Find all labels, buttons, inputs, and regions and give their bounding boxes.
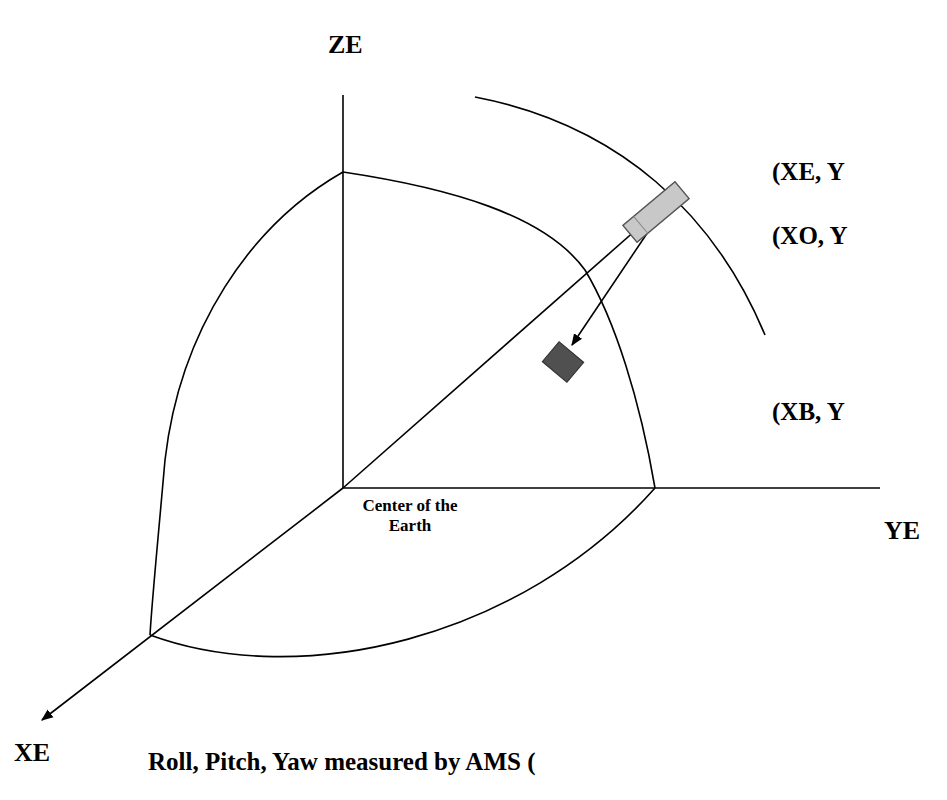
x-axis bbox=[42, 488, 343, 720]
frame-label: (XO, Y bbox=[772, 222, 847, 251]
frame-label: (XE, Y bbox=[772, 158, 845, 187]
octant-edge bbox=[343, 172, 655, 488]
y-axis bbox=[343, 487, 880, 489]
origin-label: Center of the Earth bbox=[360, 496, 460, 535]
octant-edge bbox=[150, 172, 343, 635]
orbit-arc bbox=[475, 97, 765, 335]
axis-label: ZE bbox=[328, 30, 363, 60]
axis-label: YE bbox=[884, 516, 920, 546]
radius-line bbox=[343, 222, 645, 488]
body-box bbox=[542, 342, 583, 382]
caption-line: Roll, Pitch, Yaw measured by AMS ( bbox=[148, 748, 536, 777]
axis-label: XE bbox=[14, 738, 50, 768]
z-axis bbox=[342, 95, 344, 488]
frame-label: (XB, Y bbox=[772, 398, 845, 427]
pointing-arrow bbox=[572, 226, 652, 345]
satellite-icon bbox=[623, 182, 689, 243]
octant-edge bbox=[150, 488, 655, 657]
